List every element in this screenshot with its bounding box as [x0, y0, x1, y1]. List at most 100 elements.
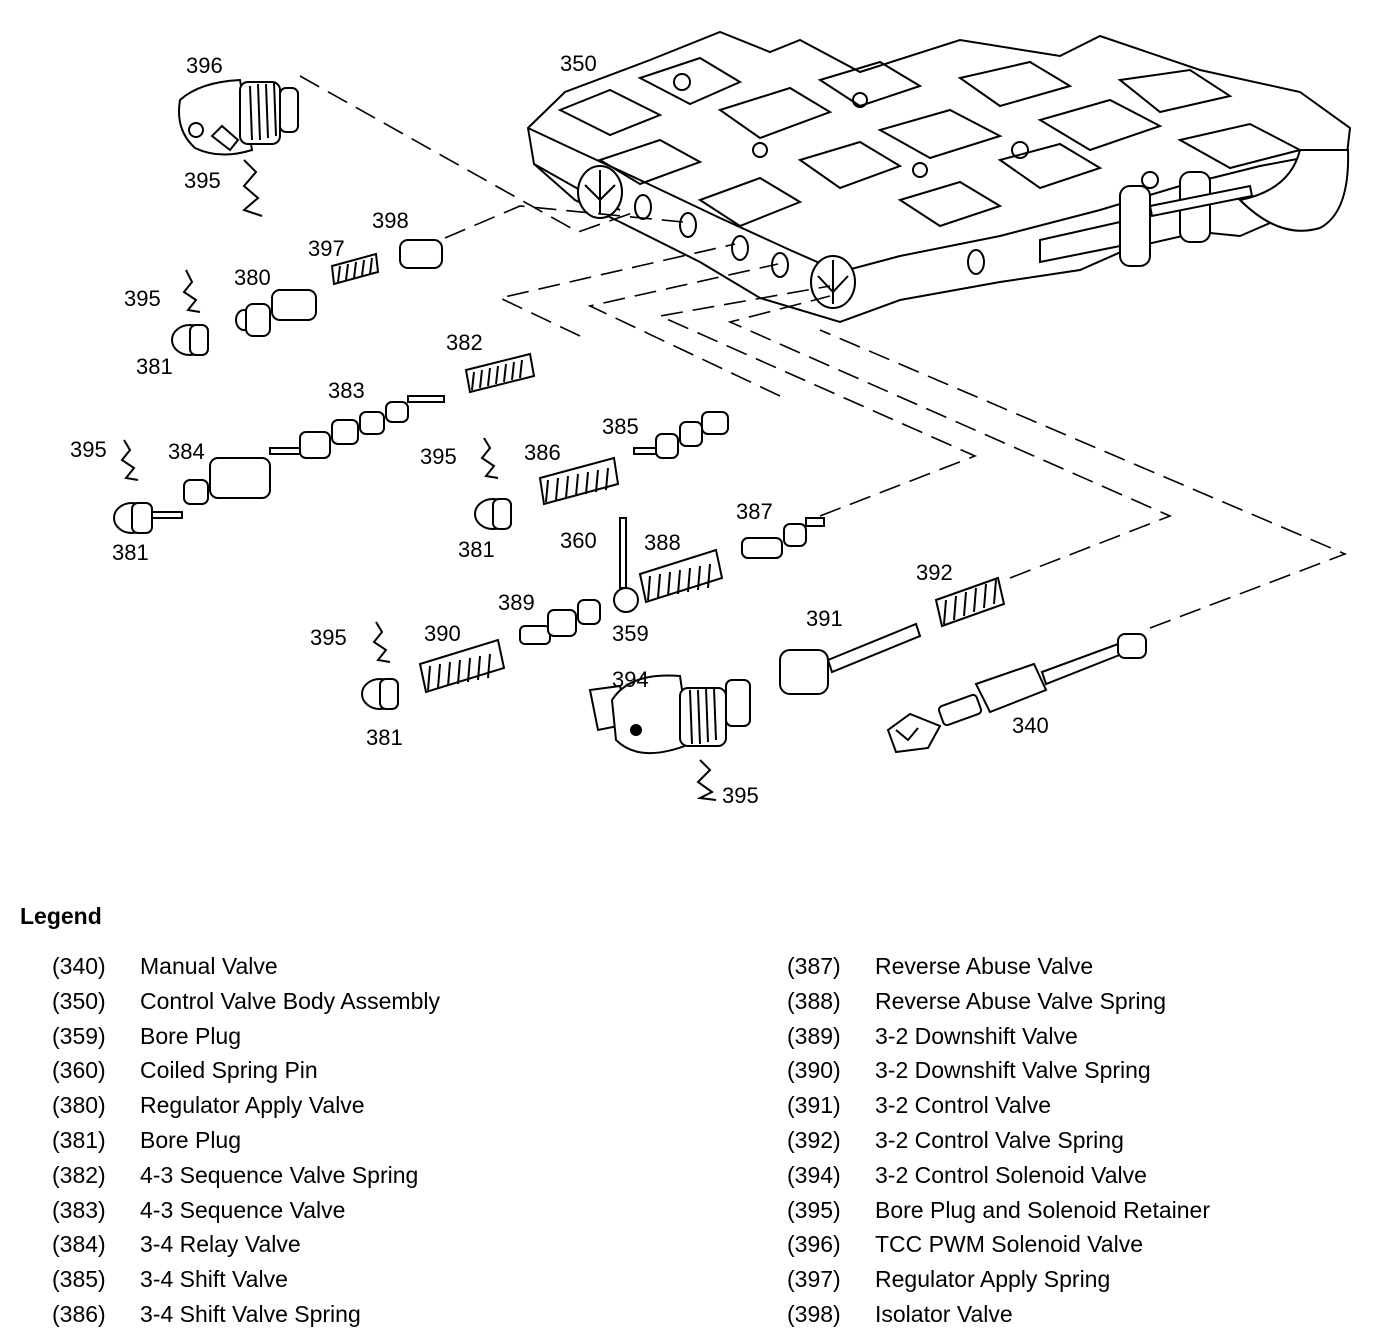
legend-item-code: (388)	[787, 987, 841, 1014]
legend-item-code: (398)	[787, 1300, 841, 1327]
legend-item-code: (395)	[787, 1196, 841, 1223]
legend-item-code: (390)	[787, 1057, 841, 1084]
legend-item-code: (359)	[52, 1022, 106, 1049]
legend-left-column: (340) Manual Valve (350) Control Valve Body…	[52, 953, 440, 1336]
legend-item-code: (384)	[52, 1231, 106, 1258]
legend-item-code: (350)	[52, 987, 106, 1014]
callout-386: 386	[524, 440, 561, 465]
legend-item-name: Reverse Abuse Valve Spring	[875, 987, 1167, 1014]
legend-item-name: Control Valve Body Assembly	[140, 987, 440, 1014]
legend-item-name: 4-3 Sequence Valve Spring	[140, 1161, 419, 1188]
callout-340: 340	[1012, 713, 1049, 738]
callout-383: 383	[328, 378, 365, 403]
row-5-parts	[361, 621, 506, 710]
legend-item-name: Bore Plug	[140, 1126, 242, 1153]
legend-item-code: (380)	[52, 1092, 106, 1119]
legend-item-name: 3-2 Control Solenoid Valve	[875, 1161, 1147, 1188]
callout-395: 395	[70, 437, 107, 462]
legend-item-code: (397)	[787, 1266, 841, 1293]
callout-395: 395	[420, 444, 457, 469]
legend-item: (391) 3-2 Control Valve	[787, 1092, 1210, 1127]
legend-item: (392)3-2 Control Valve Spring	[787, 1127, 1210, 1162]
callout-395: 395	[124, 286, 161, 311]
row-2-parts	[113, 352, 536, 534]
legend-item-code: (385)	[52, 1266, 106, 1293]
legend-item-name: 3-2 Control Valve Spring	[875, 1126, 1124, 1153]
callout-381: 381	[136, 354, 173, 379]
legend-item: (387)Reverse Abuse Valve	[787, 953, 1210, 988]
legend-item-code: (360)	[52, 1057, 106, 1084]
exploded-parts-diagram: 396 395 350 398 397 380 395 381 382 383 …	[70, 30, 1352, 808]
callout-381: 381	[366, 725, 403, 750]
legend-item-name: Manual Valve	[140, 953, 278, 979]
callout-391: 391	[806, 606, 843, 631]
legend-item: (385) 3-4 Shift Valve	[52, 1266, 440, 1301]
legend-item-name: Regulator Apply Spring	[875, 1266, 1111, 1293]
legend-item: (386) 3-4 Shift Valve Spring	[52, 1301, 440, 1336]
legend-item-code: (381)	[52, 1126, 106, 1153]
legend-item-name: 3-4 Shift Valve Spring	[140, 1300, 361, 1327]
callout-396: 396	[186, 53, 223, 78]
callout-388: 388	[644, 530, 681, 555]
legend-item-name: Isolator Valve	[875, 1300, 1013, 1327]
legend-item-name: 3-2 Control Valve	[875, 1092, 1051, 1119]
legend-item-name: Regulator Apply Valve	[140, 1092, 365, 1119]
callout-385: 385	[602, 414, 639, 439]
callout-390: 390	[424, 621, 461, 646]
legend-item-code: (391)	[787, 1092, 841, 1119]
legend-item-code: (386)	[52, 1300, 106, 1327]
callout-350: 350	[560, 51, 597, 76]
legend-item: (390) 3-2 Downshift Valve Spring	[787, 1057, 1210, 1092]
legend-item: (381) Bore Plug	[52, 1127, 440, 1162]
callout-380: 380	[234, 265, 271, 290]
callout-395: 395	[310, 625, 347, 650]
legend-item: (350) Control Valve Body Assembly	[52, 988, 440, 1023]
callout-382: 382	[446, 330, 483, 355]
legend-item: (389)3-2 Downshift Valve	[787, 1023, 1210, 1058]
legend-item: (380) Regulator Apply Valve	[52, 1092, 440, 1127]
legend-item: (396)TCC PWM Solenoid Valve	[787, 1231, 1210, 1266]
callout-394: 394	[612, 667, 649, 692]
tcc-pwm-solenoid-396	[178, 78, 299, 156]
leader-lines	[299, 75, 1348, 629]
legend-item-code: (382)	[52, 1161, 106, 1188]
callout-360: 360	[560, 528, 597, 553]
legend-item: (359) Bore Plug	[52, 1023, 440, 1058]
legend-item: (395) Bore Plug and Solenoid Retainer	[787, 1197, 1210, 1232]
callout-381: 381	[112, 540, 149, 565]
legend-item-code: (387)	[787, 953, 841, 979]
legend-item: (394) 3-2 Control Solenoid Valve	[787, 1162, 1210, 1197]
legend-item-code: (340)	[52, 953, 106, 979]
callout-395: 395	[722, 783, 759, 808]
legend-right-column: (387)Reverse Abuse Valve(388) Reverse Abu…	[787, 953, 1210, 1336]
legend-title: Legend	[20, 903, 102, 929]
legend-item: (340) Manual Valve	[52, 953, 440, 988]
control-solenoid-394	[588, 674, 751, 754]
callout-384: 384	[168, 439, 205, 464]
row-3-parts	[474, 411, 729, 530]
legend-item-name: Bore Plug	[140, 1022, 242, 1049]
callout-395: 395	[184, 168, 221, 193]
callout-398: 398	[372, 208, 409, 233]
legend-item-name: 4-3 Sequence Valve	[140, 1196, 346, 1223]
legend-item-name: Coiled Spring Pin	[140, 1057, 318, 1084]
legend-item-name: 3-4 Shift Valve	[140, 1266, 288, 1293]
legend-item: (360) Coiled Spring Pin	[52, 1057, 440, 1092]
legend-item: (388) Reverse Abuse Valve Spring	[787, 988, 1210, 1023]
control-valve-391	[779, 622, 922, 695]
control-valve-spring-392	[934, 576, 1006, 628]
callouts: 396 395 350 398 397 380 395 381 382 383 …	[70, 51, 1049, 808]
legend-item-code: (394)	[787, 1161, 841, 1188]
callout-397: 397	[308, 236, 345, 261]
callout-359: 359	[612, 621, 649, 646]
manual-valve-340	[886, 633, 1147, 754]
legend-item: (384) 3-4 Relay Valve	[52, 1231, 440, 1266]
row-1-parts	[171, 239, 443, 356]
legend-item-name: 3-2 Downshift Valve Spring	[875, 1057, 1151, 1084]
legend-item-name: Bore Plug and Solenoid Retainer	[875, 1196, 1211, 1223]
legend-item-name: 3-4 Relay Valve	[140, 1231, 301, 1258]
callout-381: 381	[458, 537, 495, 562]
legend-item-code: (389)	[787, 1022, 841, 1049]
legend-item: (397) Regulator Apply Spring	[787, 1266, 1210, 1301]
legend-item-code: (396)	[787, 1231, 841, 1258]
